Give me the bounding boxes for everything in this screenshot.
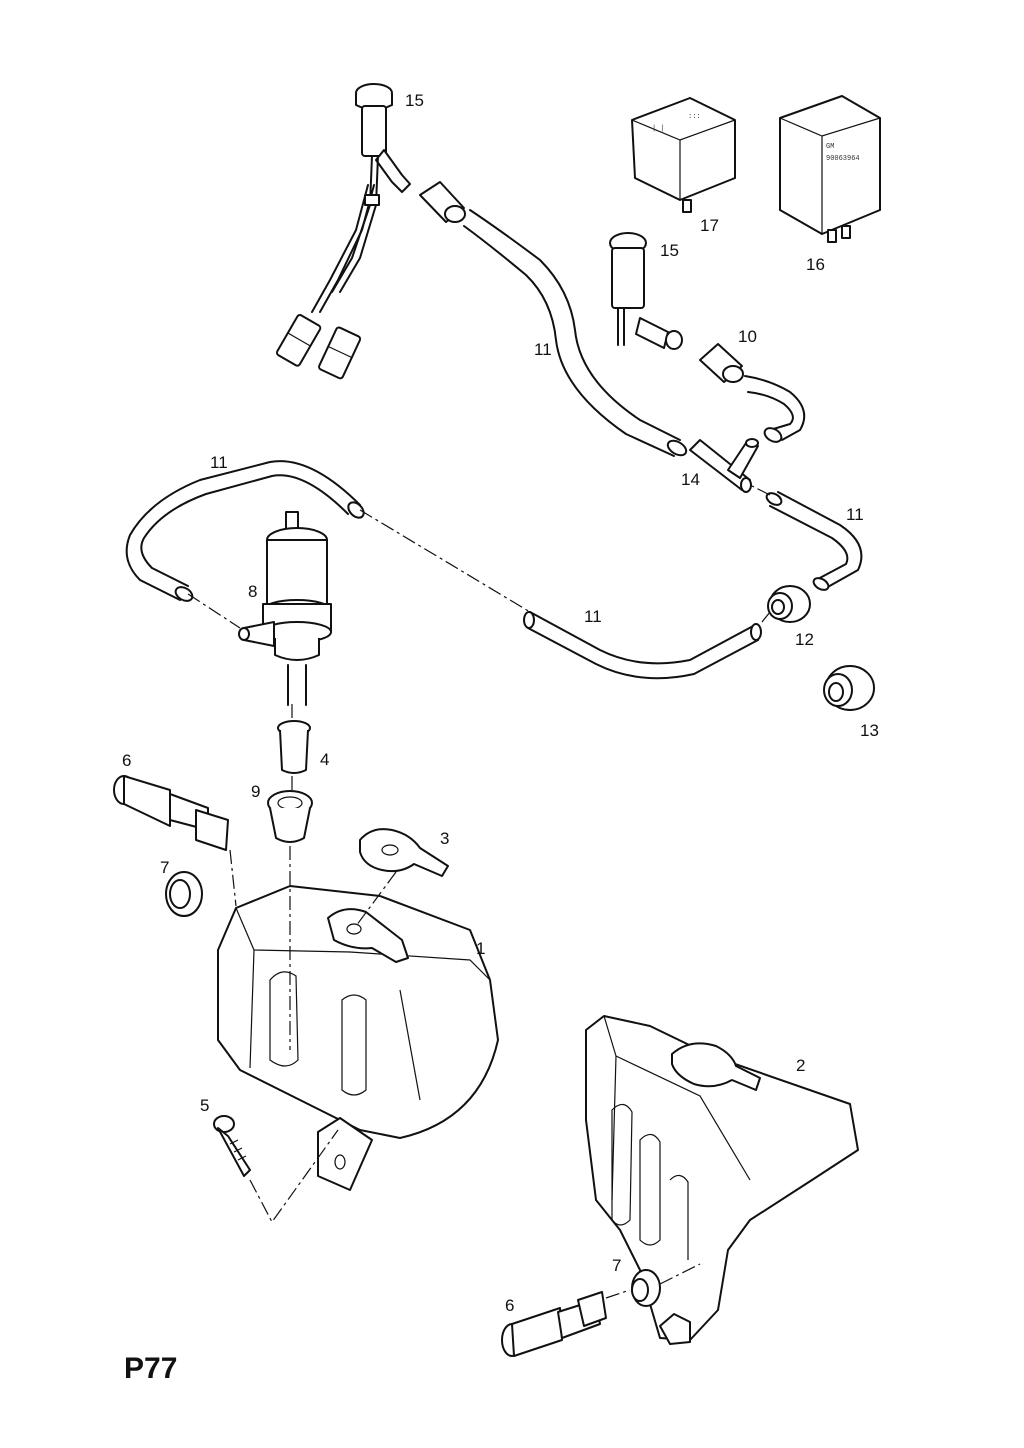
callout-8: 8 — [248, 582, 257, 601]
callout-6-upper: 6 — [122, 751, 131, 770]
part-2-reservoir — [585, 1015, 859, 1345]
part-6-sensor-lower — [501, 1291, 607, 1357]
part-12-grommet — [767, 585, 811, 623]
callout-15-middle: 15 — [660, 241, 679, 260]
callout-11-right: 11 — [846, 505, 864, 524]
callout-3: 3 — [440, 829, 449, 848]
part-7-seal-lower — [631, 1269, 661, 1307]
part-14-t-piece — [689, 438, 759, 493]
part-13-grommet — [823, 665, 875, 711]
callout-7-lower: 7 — [612, 1256, 621, 1275]
part-9-grommet — [267, 790, 313, 843]
relay-17: ::: | | — [631, 97, 736, 213]
callout-10: 10 — [738, 327, 757, 346]
callout-5: 5 — [200, 1096, 209, 1115]
callout-16: 16 — [806, 255, 825, 274]
callout-11-left: 11 — [210, 453, 228, 472]
leader-lines — [187, 484, 771, 1299]
callout-17: 17 — [700, 216, 719, 235]
part-10-connector — [699, 343, 806, 443]
part-15-plug-small — [609, 232, 683, 350]
part-4-bush — [277, 720, 311, 774]
callout-11-lower: 11 — [584, 607, 602, 626]
part-6-sensor-upper — [113, 775, 229, 851]
relay-16-brand: GM — [826, 143, 834, 151]
relay-16-part-no: 90063964 — [826, 155, 860, 163]
callout-11-upper: 11 — [534, 340, 552, 359]
part-5-screw — [213, 1115, 251, 1177]
relay-16: GM 90063964 — [779, 95, 881, 243]
part-3-cap — [359, 828, 449, 877]
part-1-reservoir — [217, 885, 499, 1191]
callout-12: 12 — [795, 630, 814, 649]
hose-11-left — [125, 460, 365, 602]
part-15-plug-harness — [275, 83, 411, 380]
sheet-code: P77 — [124, 1352, 177, 1385]
hose-11-right — [765, 491, 863, 591]
callout-15-top: 15 — [405, 91, 424, 110]
callout-7-upper: 7 — [160, 858, 169, 877]
callout-13: 13 — [860, 721, 879, 740]
part-8-pump — [238, 511, 332, 706]
hose-11-upper — [463, 209, 688, 457]
callout-2: 2 — [796, 1056, 805, 1075]
callout-6-lower: 6 — [505, 1296, 514, 1315]
hose-11-lower — [523, 611, 762, 680]
svg-text::::: ::: — [688, 113, 701, 121]
callout-14: 14 — [681, 470, 700, 489]
hose-connector-short — [419, 181, 466, 223]
callout-9: 9 — [251, 782, 260, 801]
part-7-seal-upper — [165, 871, 203, 917]
callout-labels: 15 17 16 15 10 11 14 11 11 11 8 12 13 4 … — [122, 91, 879, 1315]
svg-text:| |: | | — [652, 125, 665, 133]
callout-1: 1 — [476, 939, 485, 958]
callout-4: 4 — [320, 750, 329, 769]
